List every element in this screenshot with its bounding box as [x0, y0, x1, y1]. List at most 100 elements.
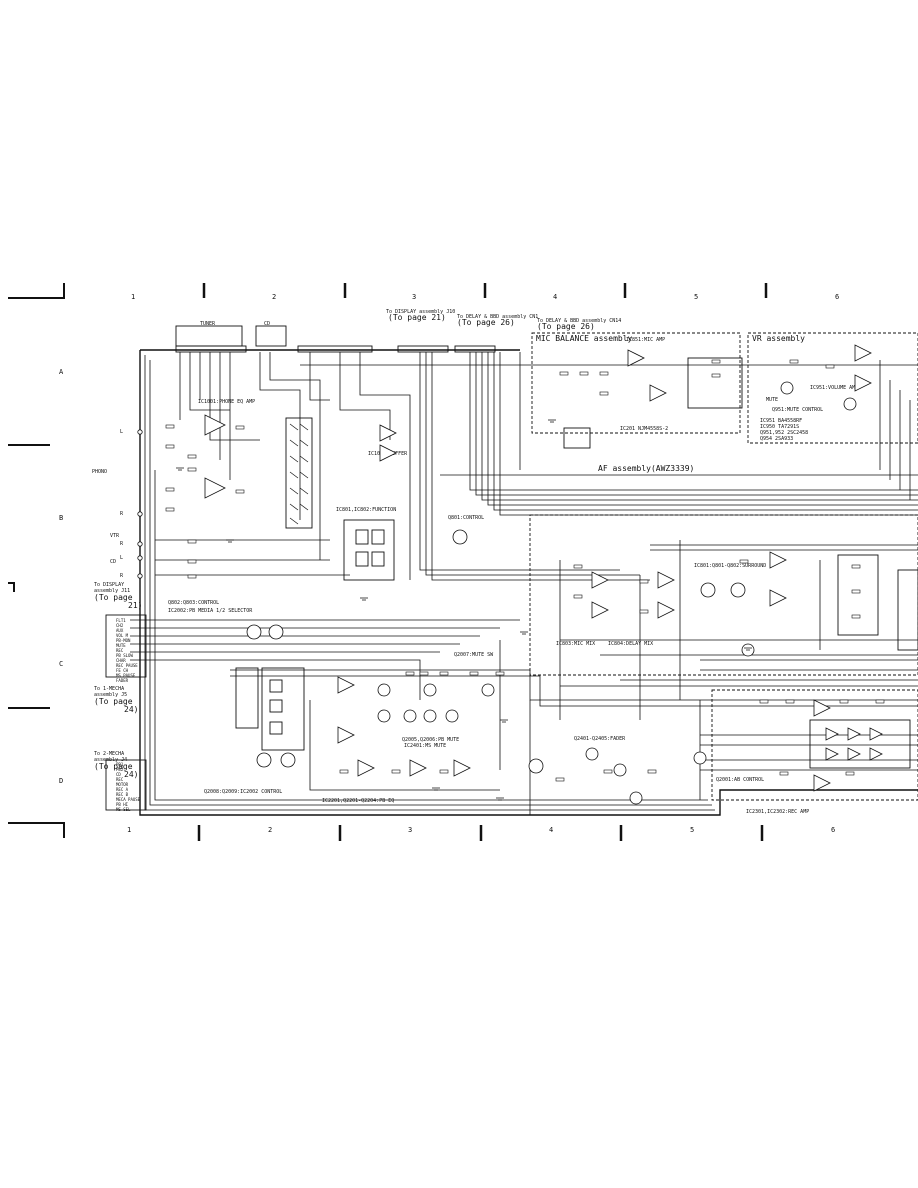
transistors [246, 381, 857, 805]
label-mute-ctrl: Q951:MUTE CONTROL [772, 407, 823, 413]
bus-pin-5: PB-MON [116, 638, 131, 643]
delay-cn14-label: To DELAY & BBD assembly CN14 [537, 318, 621, 324]
bus-pin-9: CHAR [116, 658, 126, 663]
input-cd-l: L [120, 555, 123, 561]
label-control: Q801:CONTROL [448, 515, 484, 521]
col-label-3-bottom: 3 [408, 826, 412, 834]
label-fader: Q2401-Q2405:FADER [574, 736, 626, 742]
label-ic2002-ctrl: Q2008:Q2009:IC2002 CONTROL [204, 789, 282, 795]
input-r: R [120, 511, 124, 517]
bus-pin-2: CH2 [116, 623, 124, 628]
label-rec-mute: IC2401:MS MUTE [404, 743, 446, 749]
mecha2-3: (To page [94, 762, 133, 771]
label-function: IC801,IC802:FUNCTION [336, 507, 396, 513]
col-label-6: 6 [835, 293, 839, 301]
cd-label: CD [264, 321, 270, 327]
block-labels: IC1001:PHONE EQ AMP IC1003:BUFFER IC801,… [168, 337, 858, 815]
label-mic-mix: IC803:MIC MIX [556, 641, 595, 647]
mecha-pin-4: REC [116, 777, 124, 782]
label-q802: Q802:Q803:CONTROL [168, 600, 219, 606]
delay-cn1-label: To DELAY & BBD assembly CN1 [457, 314, 538, 320]
label-mic-amp: IC851:MIC AMP [626, 337, 665, 343]
label-mute: MUTE [766, 397, 778, 403]
label-delay-mix: IC804:DELAY MIX [608, 641, 653, 647]
input-labels: L PHONO R VTR R CD L R [92, 429, 143, 579]
col-label-5: 5 [694, 293, 698, 301]
mecha1-1: To 1-MECHA [94, 686, 124, 692]
input-cd: CD [110, 559, 116, 565]
ic-list-3: Q951,952 2SC2458 [760, 430, 808, 436]
display-left-3: (To page [94, 593, 133, 602]
display-j10-page: (To page 21) [388, 313, 446, 322]
bus-pin-1: FLT1 [116, 618, 126, 623]
input-l: L [120, 429, 123, 435]
row-label-b: B [59, 514, 63, 522]
mic-balance-title: MIC BALANCE assembly [536, 334, 633, 343]
mecha-pin-6: REC A [116, 787, 129, 792]
display-left-4: 21) [128, 601, 142, 610]
assembly-outlines [529, 332, 918, 801]
passives [165, 359, 885, 782]
bus-pin-7: REC [116, 648, 124, 653]
display-j10-label: To DISPLAY assembly J10 [386, 309, 455, 315]
label-eq: IC2201,Q2201-Q2204:PB EQ [322, 798, 394, 804]
ic-list-1: IC951 BA4558RF [760, 418, 802, 424]
mecha1-3: (To page [94, 697, 133, 706]
bus-pin-13: FADER [116, 678, 129, 683]
mecha-pin-1: PB1 [116, 762, 124, 767]
mecha1-2: assembly J5 [94, 692, 127, 698]
col-label-3: 3 [412, 293, 416, 301]
label-ab-ctrl: Q2001:AB CONTROL [716, 777, 764, 783]
bus-pins: FLT1 CH2 AUX VOL M PB-MON MUTE REC PB SL… [116, 618, 141, 812]
mecha2-4: 24) [124, 770, 138, 779]
label-pb-mute: Q2005,Q2006:PB MUTE [402, 737, 459, 743]
ic-list-2: IC950 TA7291S [760, 424, 799, 430]
col-label-4-bottom: 4 [549, 826, 553, 834]
col-label-2: 2 [272, 293, 276, 301]
row-label-c: C [59, 660, 63, 668]
col-label-1: 1 [131, 293, 135, 301]
col-label-4: 4 [553, 293, 557, 301]
mecha-pin-7: REC B [116, 792, 129, 797]
col-label-6-bottom: 6 [831, 826, 835, 834]
bus-pin-8: PB SLOW [116, 653, 133, 658]
label-volume: IC951:VOLUME AMP [810, 385, 858, 391]
off-sheet-labels: To DISPLAY assembly J10 (To page 21) To … [94, 309, 621, 779]
label-selector: IC2002:PB MEDIA 1/2 SELECTOR [168, 608, 253, 614]
mecha-pin-8: MECA PAUSE [116, 797, 141, 802]
top-connectors: TUNER CD [175, 321, 496, 353]
label-phone-eq: IC1001:PHONE EQ AMP [198, 399, 255, 405]
display-left-2: assembly J11 [94, 588, 130, 594]
bus-pin-12: MS PAUSE [116, 673, 136, 678]
input-phono: PHONO [92, 469, 107, 475]
ic-boxes [105, 357, 918, 811]
mecha-pin-10: MS SEL [116, 807, 131, 812]
tuner-label: TUNER [200, 321, 216, 327]
delay-cn1-page: (To page 26) [457, 318, 515, 327]
function-switches [289, 423, 309, 525]
label-rec-amp: IC2301,IC2302:REC AMP [746, 809, 809, 815]
crop-marks [8, 283, 768, 841]
label-ic201: IC201 NJM4558S-2 [620, 426, 668, 432]
mecha-pin-9: PB HI [116, 802, 129, 807]
bus-pin-3: AUX [116, 628, 124, 633]
label-surround: IC801:Q801-Q802:SURROUND [694, 563, 766, 569]
assembly-titles: MIC BALANCE assembly VR assembly AF asse… [536, 334, 805, 473]
input-vtr: VTR [110, 533, 120, 539]
mecha1-4: 24) [124, 705, 138, 714]
bus-pin-6: MUTE [116, 643, 126, 648]
mecha-pin-3: CD [116, 772, 121, 777]
bus-pin-4: VOL M [116, 633, 129, 638]
display-left-1: To DISPLAY [94, 582, 124, 588]
vr-title: VR assembly [752, 334, 805, 343]
ic-list-4: Q954 2SA933 [760, 436, 793, 442]
label-mute-sw: Q2007:MUTE SW [454, 652, 494, 658]
mecha2-1: To 2-MECHA [94, 751, 124, 757]
delay-cn14-page: (To page 26) [537, 322, 595, 331]
row-label-d: D [59, 777, 63, 785]
bus-pin-10: REC PAUSE [116, 663, 138, 668]
af-title: AF assembly(AWZ3339) [598, 464, 694, 473]
bus-pin-11: FE CH [116, 668, 129, 673]
mecha-pin-5: MOTOR [116, 782, 129, 787]
